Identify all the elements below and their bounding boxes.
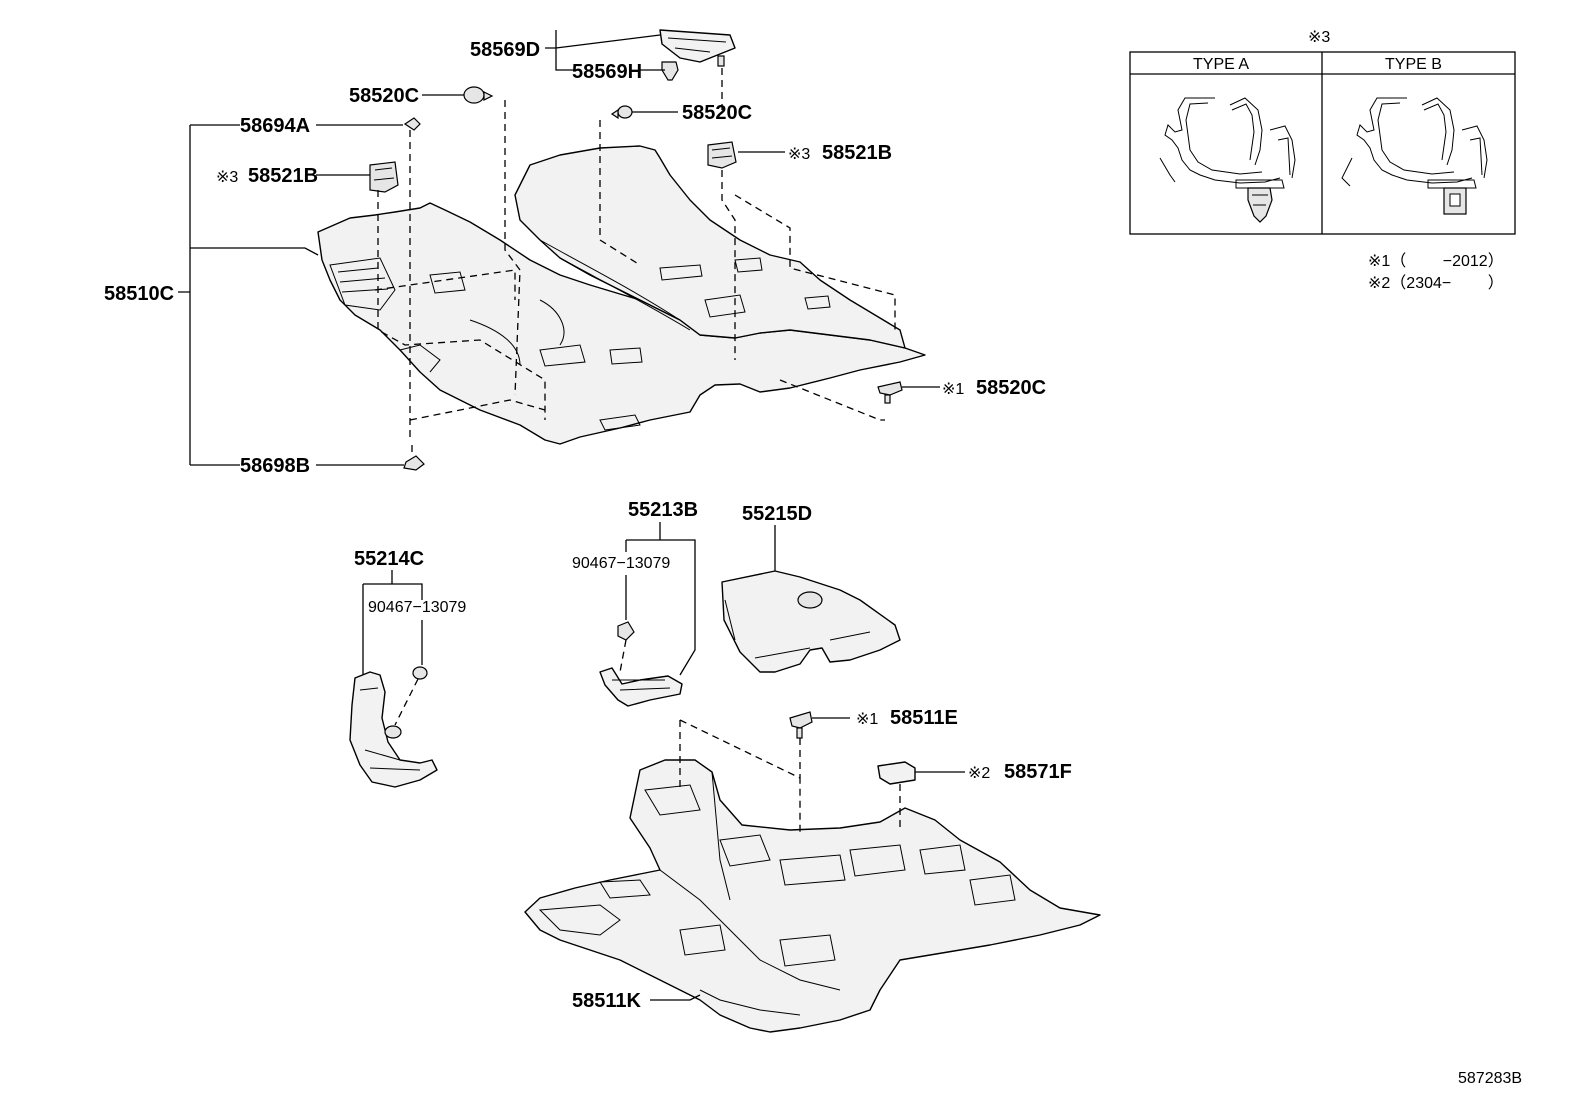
label-58698b: 58698B bbox=[240, 455, 310, 477]
fasteners-lower bbox=[789, 711, 965, 785]
assembly-lines-lower bbox=[679, 719, 901, 835]
label-58521b-a: 58521B bbox=[248, 165, 318, 187]
note3-mark-a: ※3 bbox=[216, 169, 238, 186]
inset-type-a: TYPE A bbox=[1193, 56, 1249, 73]
clip-58521b-b bbox=[707, 141, 737, 169]
label-58520c-b: 58520C bbox=[682, 102, 752, 124]
note1-range: ※1（ −2012） bbox=[1368, 252, 1504, 270]
leader-58511k bbox=[650, 994, 701, 1001]
inset-type-b: TYPE B bbox=[1385, 56, 1442, 73]
leaders-upper bbox=[178, 30, 940, 466]
clip-type-b-drawing bbox=[1341, 97, 1488, 215]
label-58511k: 58511K bbox=[572, 990, 642, 1012]
clip-type-a-drawing bbox=[1159, 97, 1296, 223]
label-55215d: 55215D bbox=[742, 503, 812, 525]
note2-range: ※2（2304− ） bbox=[1368, 274, 1504, 292]
label-58569h: 58569H bbox=[572, 61, 642, 83]
label-58521b-b: 58521B bbox=[822, 142, 892, 164]
clip-58698b bbox=[403, 455, 425, 471]
type-inset: ※3 TYPE A TYPE B bbox=[1129, 29, 1516, 292]
panel-55213b bbox=[599, 522, 696, 707]
note1-mark-b: ※1 bbox=[856, 711, 878, 728]
clip-90467-a bbox=[617, 621, 635, 641]
label-58520c-c: 58520C bbox=[976, 377, 1046, 399]
label-58571f: 58571F bbox=[1004, 761, 1072, 783]
pad-58571f bbox=[877, 761, 916, 785]
clip-58520c-c bbox=[877, 381, 903, 396]
clip-58569h bbox=[661, 61, 679, 81]
clip-58511e bbox=[789, 711, 813, 729]
label-58510c: 58510C bbox=[104, 283, 174, 305]
label-58569d: 58569D bbox=[470, 39, 540, 61]
label-58520c-a: 58520C bbox=[349, 85, 419, 107]
label-58694a: 58694A bbox=[240, 115, 310, 137]
label-90467-13079-b: 90467−13079 bbox=[368, 599, 466, 616]
inset-header: ※3 bbox=[1308, 29, 1330, 46]
clip-58520c-a bbox=[463, 86, 485, 104]
label-90467-13079-a: 90467−13079 bbox=[572, 555, 670, 572]
carpet-58511k bbox=[524, 759, 1101, 1033]
clip-90467-b bbox=[412, 666, 428, 680]
label-55214c: 55214C bbox=[354, 548, 424, 570]
clip-58521b-a bbox=[369, 161, 399, 193]
clip-58694a bbox=[403, 117, 421, 131]
part-labels: 58569D 58569H 58520C 58520C 58694A ※3 58… bbox=[104, 39, 1072, 1012]
fasteners-upper bbox=[369, 29, 903, 471]
panel-55215d bbox=[721, 525, 901, 673]
sill-cover-58569d bbox=[659, 29, 736, 63]
panel-55214c bbox=[349, 570, 438, 788]
carpet-58510c bbox=[317, 145, 926, 445]
clip-58520c-b bbox=[617, 105, 633, 119]
label-55213b: 55213B bbox=[628, 499, 698, 521]
label-58511e: 58511E bbox=[890, 707, 958, 729]
note1-mark-a: ※1 bbox=[942, 381, 964, 398]
assembly-lines-upper bbox=[374, 68, 896, 455]
diagram-id: 587283B bbox=[1458, 1070, 1522, 1087]
note3-mark-b: ※3 bbox=[788, 146, 810, 163]
note2-mark: ※2 bbox=[968, 765, 990, 782]
